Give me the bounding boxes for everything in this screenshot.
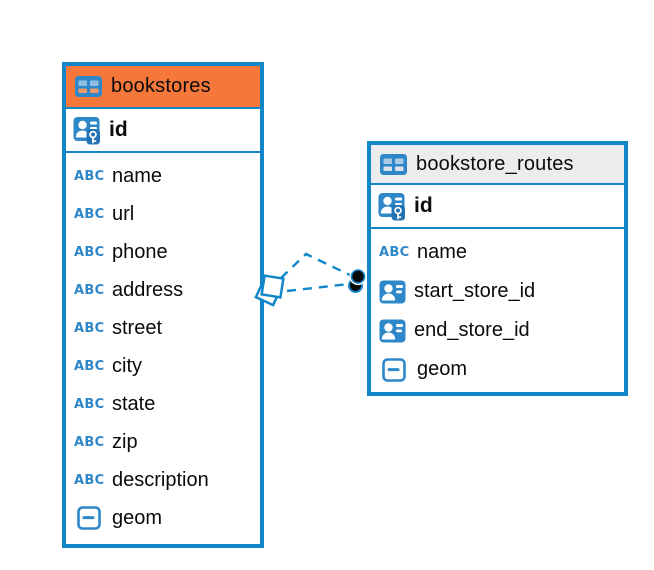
- column-row[interactable]: start_store_id: [371, 272, 624, 311]
- column-name: end_store_id: [414, 319, 530, 341]
- table-bookstores[interactable]: bookstores id ABC name ABC: [62, 62, 264, 548]
- column-row[interactable]: end_store_id: [371, 311, 624, 350]
- table-icon: [75, 76, 102, 97]
- column-name: name: [417, 241, 468, 263]
- text-type-icon: ABC: [74, 434, 105, 450]
- column-name: state: [112, 392, 156, 415]
- column-name: start_store_id: [414, 280, 536, 302]
- column-row[interactable]: ABC phone: [66, 233, 260, 271]
- column-row[interactable]: geom: [66, 499, 260, 537]
- column-row[interactable]: ABC city: [66, 347, 260, 385]
- column-row[interactable]: ABC zip: [66, 423, 260, 461]
- table-header-bookstores[interactable]: bookstores: [66, 66, 260, 109]
- fk-line-upper: [280, 252, 353, 279]
- text-type-icon: ABC: [74, 206, 105, 222]
- column-name: geom: [417, 358, 468, 380]
- object-type-icon: [77, 506, 101, 530]
- table-title: bookstore_routes: [416, 152, 574, 175]
- text-type-icon: ABC: [74, 396, 105, 412]
- target-marker-double-dot: [348, 267, 367, 293]
- object-type-icon: [382, 357, 406, 382]
- column-row[interactable]: ABC name: [66, 157, 260, 195]
- column-row-pk[interactable]: id: [371, 185, 624, 229]
- column-name: street: [112, 316, 163, 339]
- column-name: city: [112, 354, 142, 377]
- text-type-icon: ABC: [379, 245, 410, 260]
- text-type-icon: ABC: [74, 244, 105, 260]
- column-name: geom: [112, 506, 163, 529]
- column-name: phone: [112, 240, 168, 263]
- column-name: name: [112, 164, 163, 187]
- text-type-icon: ABC: [74, 358, 105, 374]
- text-type-icon: ABC: [74, 472, 105, 488]
- pk-column-name: id: [414, 194, 433, 217]
- relationship-lines: [280, 252, 353, 293]
- column-name: description: [112, 468, 209, 491]
- column-name: zip: [112, 430, 138, 453]
- primary-key-icon: [378, 192, 405, 220]
- column-name: address: [112, 278, 184, 301]
- table-header-bookstore-routes[interactable]: bookstore_routes: [371, 145, 624, 185]
- column-list: ABC name ABC url ABC phone ABC address A…: [66, 153, 260, 541]
- column-row[interactable]: geom: [371, 350, 624, 389]
- text-type-icon: ABC: [74, 168, 105, 184]
- column-row[interactable]: ABC address: [66, 271, 260, 309]
- column-list: ABC name start_store_id: [371, 229, 624, 393]
- text-type-icon: ABC: [74, 320, 105, 336]
- primary-key-icon: [73, 116, 100, 144]
- column-row[interactable]: ABC state: [66, 385, 260, 423]
- column-row[interactable]: ABC url: [66, 195, 260, 233]
- reference-type-icon: [379, 280, 406, 303]
- fk-line-lower: [286, 282, 350, 293]
- pk-column-name: id: [109, 118, 128, 141]
- column-name: url: [112, 202, 135, 225]
- column-row[interactable]: ABC name: [371, 233, 624, 272]
- column-row[interactable]: ABC street: [66, 309, 260, 347]
- table-bookstore-routes[interactable]: bookstore_routes id ABC name: [367, 141, 628, 396]
- column-row[interactable]: ABC description: [66, 461, 260, 499]
- table-title: bookstores: [111, 75, 211, 97]
- text-type-icon: ABC: [74, 282, 105, 298]
- table-icon: [380, 153, 407, 175]
- column-row-pk[interactable]: id: [66, 109, 260, 153]
- reference-type-icon: [379, 319, 406, 342]
